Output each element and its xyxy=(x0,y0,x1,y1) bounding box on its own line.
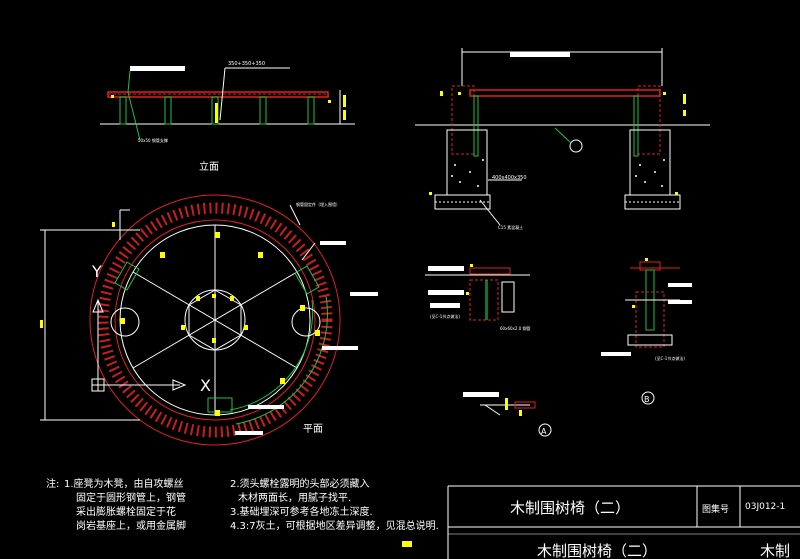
title-block xyxy=(402,485,800,559)
note-line: 固定于圆形钢管上，钢管 xyxy=(76,493,186,504)
svg-text:400x400x350: 400x400x350 xyxy=(492,175,527,181)
note-line: 1.座凳为木凳，由自攻螺丝 xyxy=(64,479,184,490)
axis-y-label: Y xyxy=(92,262,102,281)
note-line: 3.基础埋深可参考各地冻土深度. xyxy=(230,507,373,518)
plan-label: 平面 xyxy=(303,424,323,435)
detail-a-marker: A xyxy=(541,427,547,436)
svg-text:(见C-1节点做法): (见C-1节点做法) xyxy=(655,355,685,361)
note-line: 4.3:7灰土，可根据地区差异调整，见混总说明. xyxy=(230,521,439,532)
drawing-title-repeat: 木制围树椅（二） xyxy=(537,542,658,559)
detail-b-view: (见C-1节点做法) B xyxy=(601,258,692,405)
note-line: 2.须头螺栓露明的头部必须藏入 xyxy=(230,479,370,490)
plan-view: 钢管固定件（埋入围墙） xyxy=(40,194,378,446)
note-line: 岗岩基座上，或用金属脚 xyxy=(76,521,186,532)
drawing-title-partial: 木制 xyxy=(760,542,791,559)
notes-right: 2.须头螺栓露明的头部必须藏入 木材两面长，用腻子找平. 3.基础埋深可参考各地… xyxy=(230,478,439,534)
svg-text:50x50 钢管支撑: 50x50 钢管支撑 xyxy=(138,137,168,143)
svg-text:C15 素混凝土: C15 素混凝土 xyxy=(498,224,523,230)
notes-prefix: 注: xyxy=(46,479,60,490)
drawing-title: 木制围树椅（二） xyxy=(510,499,631,517)
svg-text:60x60x2.0 钢管: 60x60x2.0 钢管 xyxy=(500,325,531,331)
detail-a-view: (见C-1节点做法) 60x60x2.0 钢管 A xyxy=(425,264,552,437)
note-line: 采出膨胀螺栓固定于花 xyxy=(76,507,176,518)
svg-text:350+350+350: 350+350+350 xyxy=(228,61,265,67)
atlas-number: 03J012-1 xyxy=(745,502,786,512)
notes-left: 1.座凳为木凳，由自攻螺丝 固定于圆形钢管上，钢管 采出膨胀螺栓固定于花 岗岩基… xyxy=(64,478,186,534)
axis-x-label: X xyxy=(200,376,211,395)
detail-b-marker: B xyxy=(644,395,650,404)
svg-text:(见C-1节点做法): (见C-1节点做法) xyxy=(430,313,460,319)
svg-text:钢管固定件（埋入围墙）: 钢管固定件（埋入围墙） xyxy=(296,201,340,207)
atlas-label: 图集号 xyxy=(702,505,730,515)
note-line: 木材两面长，用腻子找平. xyxy=(238,493,352,504)
elevation-label: 立面 xyxy=(199,162,219,173)
elevation-view: 50x50 钢管支撑 350+350+350 xyxy=(100,61,355,143)
section-view: 400x400x350 C15 素混凝土 xyxy=(415,48,710,230)
